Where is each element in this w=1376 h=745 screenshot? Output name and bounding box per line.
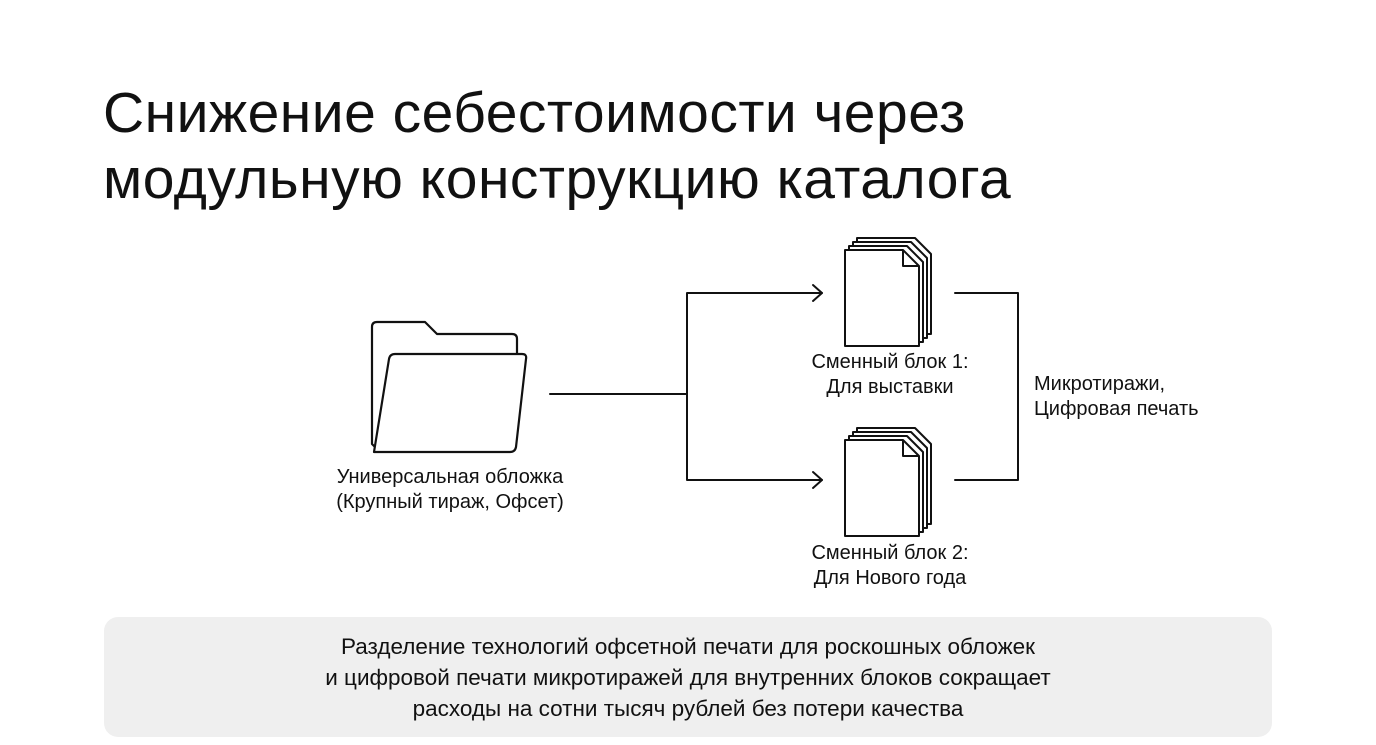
page-title: Снижение себестоимости через модульную к… xyxy=(103,80,1011,212)
document-stack-icon xyxy=(844,237,932,347)
digital-print-label-line-1: Микротиражи, xyxy=(1034,373,1166,395)
title-line-2: модульную конструкцию каталога xyxy=(103,147,1012,211)
summary-panel: Разделение технологий офсетной печати дл… xyxy=(104,617,1272,737)
split-connector xyxy=(549,292,823,481)
block-2-label: Сменный блок 2: Для Нового года xyxy=(740,541,1040,591)
block-1-label-line-1: Сменный блок 1: xyxy=(811,351,969,373)
cover-label-line-1: Универсальная обложка xyxy=(336,466,564,488)
document-stack-icon xyxy=(844,427,932,537)
arrow-right-icon xyxy=(812,284,823,302)
folder-icon xyxy=(370,320,528,454)
title-line-1: Снижение себестоимости через xyxy=(103,81,966,145)
summary-line-1: Разделение технологий офсетной печати дл… xyxy=(341,633,1035,659)
summary-line-3: расходы на сотни тысяч рублей без потери… xyxy=(412,695,964,721)
block-1-label-line-2: Для выставки xyxy=(826,376,954,398)
cover-label-line-2: (Крупный тираж, Офсет) xyxy=(336,491,564,513)
cover-label: Универсальная обложка (Крупный тираж, Оф… xyxy=(250,465,650,515)
block-2-label-line-1: Сменный блок 2: xyxy=(811,542,969,564)
summary-line-2: и цифровой печати микротиражей для внутр… xyxy=(325,664,1051,690)
digital-print-label-line-2: Цифровая печать xyxy=(1034,398,1199,420)
digital-print-label: Микротиражи, Цифровая печать xyxy=(1034,372,1199,422)
arrow-right-icon xyxy=(812,471,823,489)
group-bracket xyxy=(954,292,1019,481)
block-1-label: Сменный блок 1: Для выставки xyxy=(740,350,1040,400)
block-2-label-line-2: Для Нового года xyxy=(813,567,967,589)
